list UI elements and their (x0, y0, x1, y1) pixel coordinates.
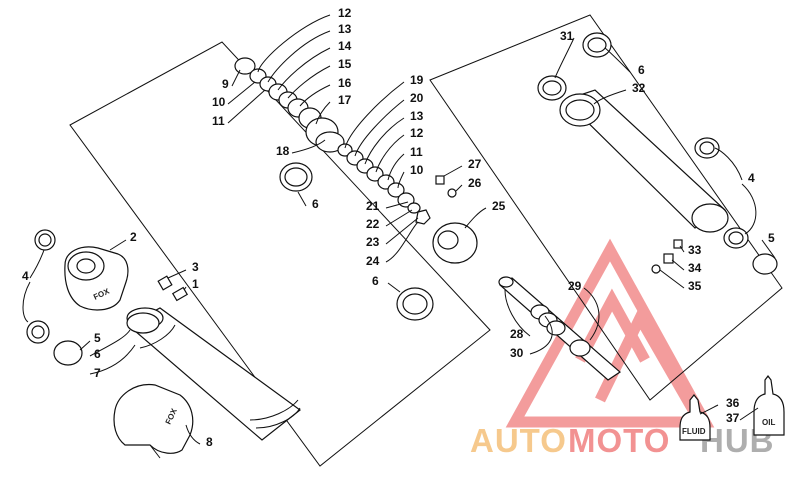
callout-22: 22 (366, 217, 380, 231)
callout-26: 26 (468, 176, 482, 190)
callout-4: 4 (22, 269, 29, 283)
bushing-item-5-left (53, 340, 83, 366)
callout-2: 2 (130, 230, 137, 244)
callout-16: 16 (338, 76, 352, 90)
callout-6: 6 (312, 197, 319, 211)
callout-32: 32 (632, 81, 646, 95)
callout-33: 33 (688, 243, 702, 257)
callout-25: 25 (492, 199, 506, 213)
group-box-right (429, 14, 783, 401)
valve-cap-item-1 (171, 286, 189, 302)
callout-13: 13 (410, 109, 424, 123)
shim-stack-lower (337, 143, 431, 225)
callout-30: 30 (510, 346, 524, 360)
spring-item-34 (663, 253, 674, 264)
callout-15: 15 (338, 57, 352, 71)
callout-14: 14 (338, 39, 352, 53)
callout-28: 28 (510, 327, 524, 341)
seal-item-6-right (582, 32, 612, 58)
callout-17: 17 (338, 93, 352, 107)
callout-4: 4 (748, 171, 755, 185)
callout-18: 18 (276, 144, 290, 158)
bearing-item-4-left (26, 229, 56, 344)
callout-34: 34 (688, 261, 702, 275)
callout-6: 6 (372, 274, 379, 288)
shim-stack-upper (234, 57, 345, 153)
callout-23: 23 (366, 235, 380, 249)
callout-1: 1 (192, 277, 199, 291)
watermark-triangle-logo (505, 238, 715, 428)
callout-13: 13 (338, 22, 352, 36)
oil-bottle-item-37: OIL (753, 375, 785, 436)
bushing-item-31 (537, 75, 567, 101)
ball-item-35 (651, 264, 661, 274)
leader-lines (22, 14, 776, 445)
oil-bottle-label: OIL (762, 418, 775, 427)
reservoir-cap-item-2: FOX (64, 246, 129, 311)
callout-12: 12 (338, 6, 352, 20)
watermark-text-moto: MOTO (568, 422, 670, 459)
callout-11: 11 (212, 114, 225, 128)
callout-36: 36 (726, 396, 740, 410)
schrader-valve-item-3 (157, 275, 173, 291)
plug-item-27 (435, 175, 445, 185)
bushing-item-5-right (752, 253, 778, 275)
callout-35: 35 (688, 279, 702, 293)
callout-31: 31 (560, 29, 574, 43)
callout-3: 3 (192, 260, 199, 274)
seal-item-6-top (279, 162, 313, 192)
callout-37: 37 (726, 411, 740, 425)
fluid-bottle-label: FLUID (682, 427, 706, 436)
callout-6: 6 (94, 347, 101, 361)
callout-5: 5 (94, 331, 101, 345)
bearing-item-4-right (694, 137, 749, 249)
bumper-item-25 (432, 222, 478, 264)
sleeve-item-8: FOX (113, 383, 194, 459)
fluid-bottle-item-36: FLUID (679, 394, 711, 441)
callout-11: 11 (410, 145, 423, 159)
seal-item-6-left (126, 312, 160, 334)
plug-item-33 (673, 239, 683, 249)
callout-8: 8 (206, 435, 213, 449)
callout-12: 12 (410, 126, 424, 140)
callout-20: 20 (410, 91, 424, 105)
watermark-text-auto: AUTO (470, 422, 567, 459)
seal-item-6-center (396, 287, 434, 321)
group-box-left (69, 41, 491, 467)
callout-27: 27 (468, 157, 482, 171)
callout-7: 7 (94, 366, 101, 380)
callout-21: 21 (366, 199, 380, 213)
callout-6: 6 (638, 63, 645, 77)
callout-24: 24 (366, 254, 380, 268)
callout-19: 19 (410, 73, 424, 87)
ball-item-26 (447, 188, 457, 198)
callout-labels: 1213141516179101118192013121110627262521… (22, 6, 775, 449)
callout-10: 10 (410, 163, 424, 177)
cylinder-item-32 (559, 89, 729, 233)
callout-9: 9 (222, 77, 229, 91)
callout-5: 5 (768, 231, 775, 245)
shaft-item-29 (498, 276, 621, 381)
callout-10: 10 (212, 95, 226, 109)
callout-29: 29 (568, 279, 582, 293)
